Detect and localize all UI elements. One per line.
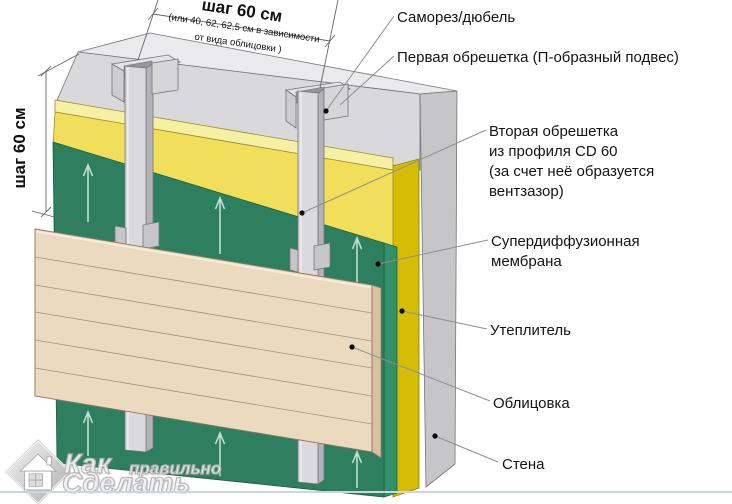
lower-bracket-right	[289, 242, 331, 273]
watermark-word-kak: Как	[63, 447, 111, 479]
vtoraya-line4: вентзазор)	[489, 183, 564, 200]
footer-divider-line	[0, 491, 732, 493]
left-dimension-value: шаг 60 см	[10, 107, 29, 189]
dimension-left	[37, 53, 80, 218]
site-watermark: Как правильно Сделать	[0, 436, 300, 504]
vent-airflow-arrows	[82, 162, 363, 488]
vtoraya-line3: (за счет неё образуется	[489, 163, 655, 180]
bracket-flanges-row1-left	[111, 58, 179, 103]
callout-leaders	[301, 15, 499, 463]
watermark-word-sdelat: Сделать	[61, 466, 190, 498]
callout-anchor-dots	[299, 108, 438, 439]
vtoraya-line1: Вторая обрешетка	[489, 123, 619, 140]
callout-label-uteplitel: Утеплитель	[490, 322, 571, 339]
membrana-line2: мембрана	[491, 253, 562, 270]
house-logo-icon	[4, 438, 72, 504]
dimension-top	[137, 0, 339, 89]
watermark-word-pravilno: правильно	[128, 458, 222, 478]
callout-label-samorez: Саморез/дюбель	[397, 9, 516, 26]
vtoraya-line2: из профиля CD 60	[489, 143, 618, 160]
callout-label-pervaya-obreshetka: Первая обрешетка (П-образный подвес)	[397, 49, 679, 66]
cladding-panel	[34, 228, 382, 459]
callout-label-oblitsovka: Облицовка	[493, 395, 570, 412]
callout-label-stena: Стена	[502, 456, 545, 473]
callout-label-vtoraya-obreshetka: Вторая обрешетка из профиля CD 60 (за сч…	[489, 122, 654, 202]
plank-joint-lines	[34, 256, 373, 425]
bracket-flanges-row1-right	[285, 83, 349, 129]
callout-label-membrana: Супердиффузионная мембрана	[491, 232, 640, 272]
left-dimension-extension-bottom	[31, 210, 126, 237]
membrana-line1: Супердиффузионная	[491, 233, 640, 250]
